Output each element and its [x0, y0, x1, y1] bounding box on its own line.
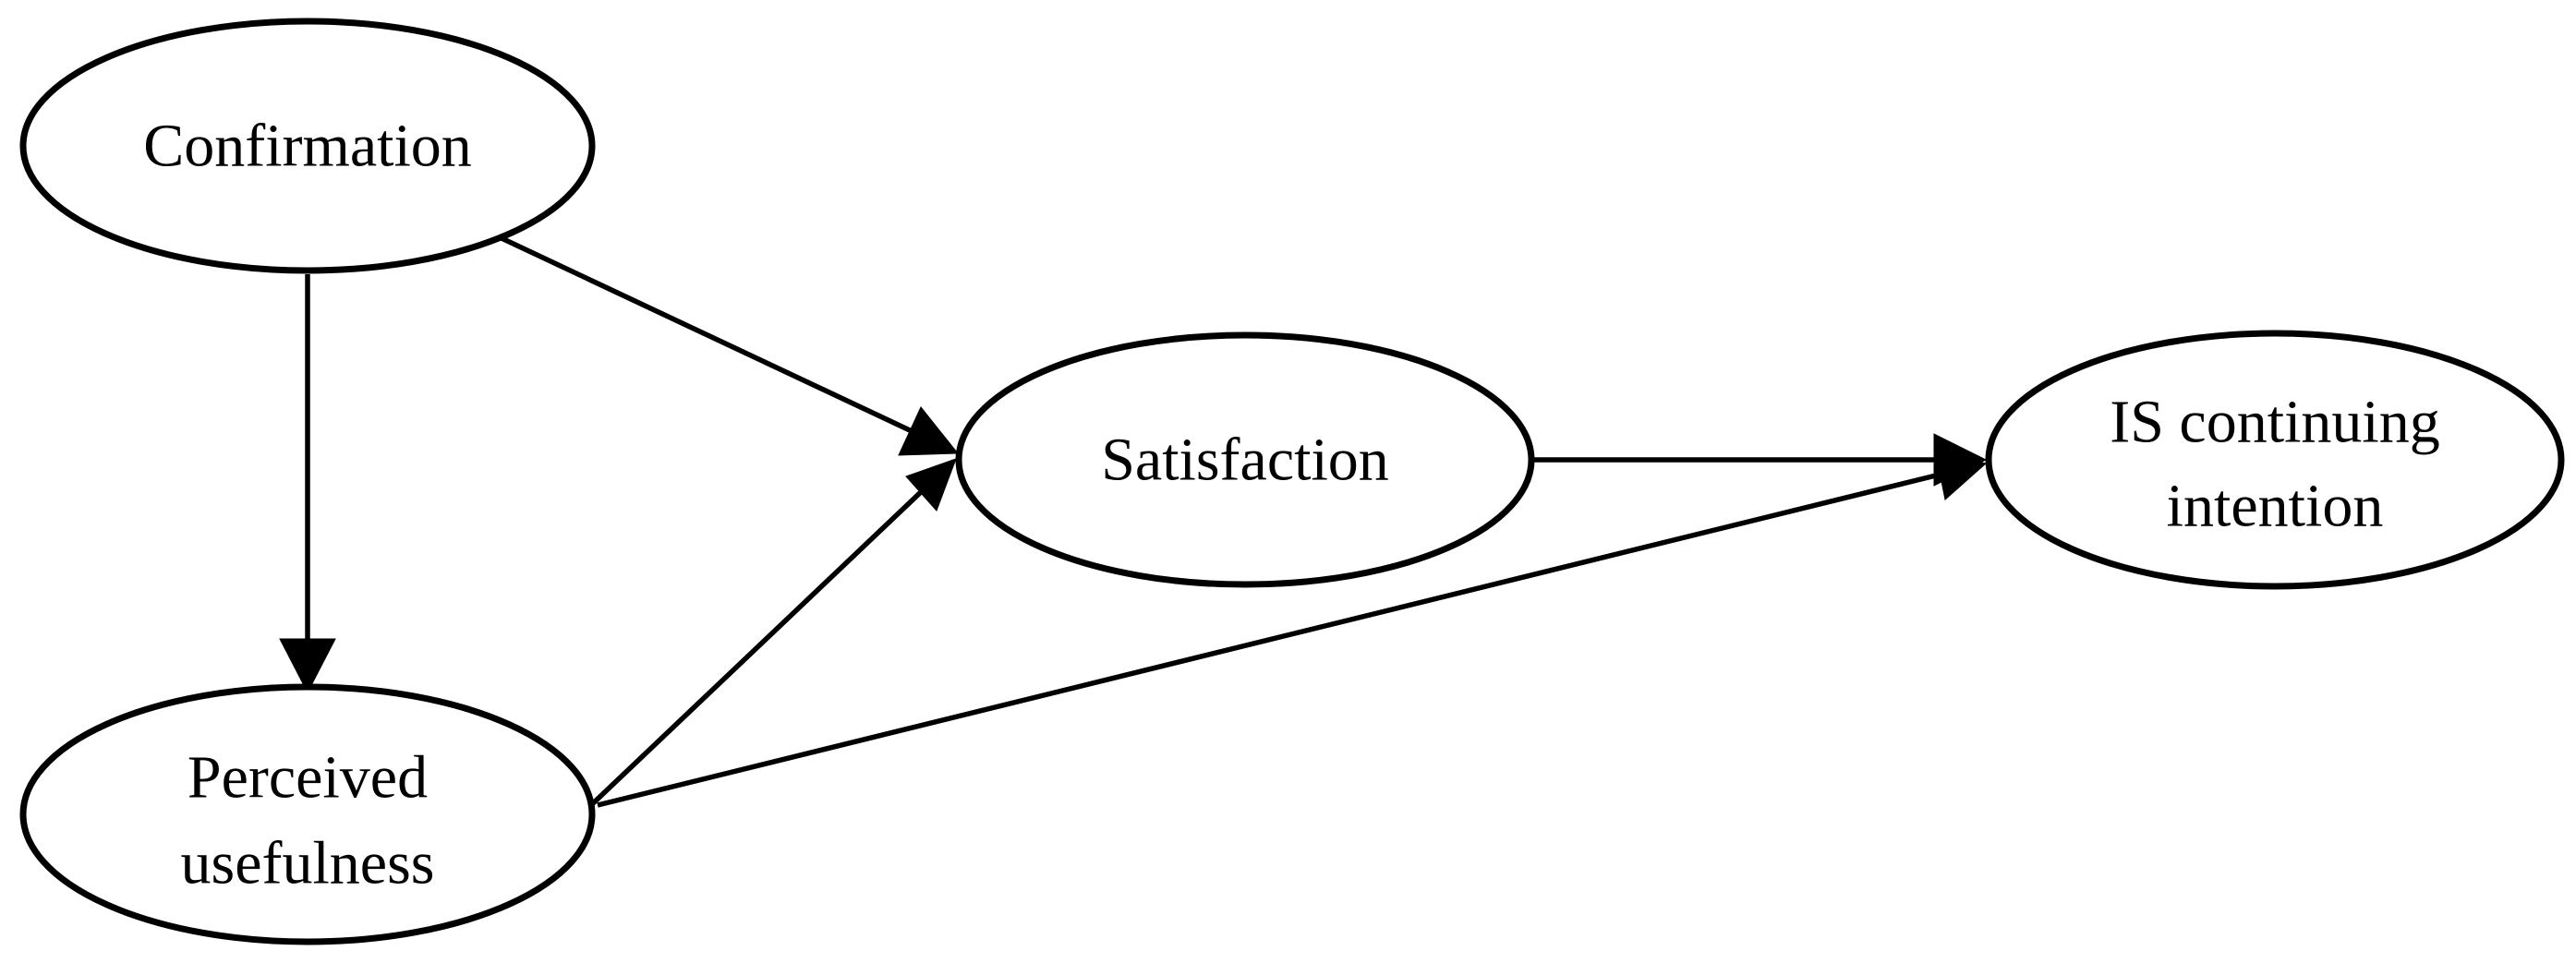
node-perceived-usefulness-label-line1: Perceived	[187, 744, 428, 812]
edge-confirmation-to-satisfaction	[500, 235, 960, 456]
arrowhead-icon	[279, 638, 336, 694]
arrowhead-icon	[905, 458, 957, 512]
node-is-continuing-intention: IS continuing intention	[1985, 330, 2565, 590]
node-confirmation-label: Confirmation	[143, 113, 472, 180]
arrowhead-icon	[898, 406, 960, 456]
node-satisfaction-label: Satisfaction	[1101, 427, 1389, 494]
edge-perceived-usefulness-to-is-continuing-intention	[597, 449, 1988, 808]
node-satisfaction: Satisfaction	[955, 331, 1535, 588]
edges	[279, 235, 1988, 808]
node-is-continuing-intention-label-line2: intention	[2167, 473, 2384, 540]
node-perceived-usefulness-label-line2: usefulness	[181, 830, 435, 897]
node-confirmation: Confirmation	[19, 18, 596, 274]
node-perceived-usefulness: Perceived usefulness	[19, 683, 596, 945]
node-is-continuing-intention-label-line1: IS continuing	[2110, 389, 2440, 456]
edge-confirmation-to-perceived-usefulness	[279, 274, 336, 694]
edge-perceived-usefulness-to-satisfaction	[589, 458, 957, 807]
arrowhead-icon	[1934, 449, 1988, 500]
